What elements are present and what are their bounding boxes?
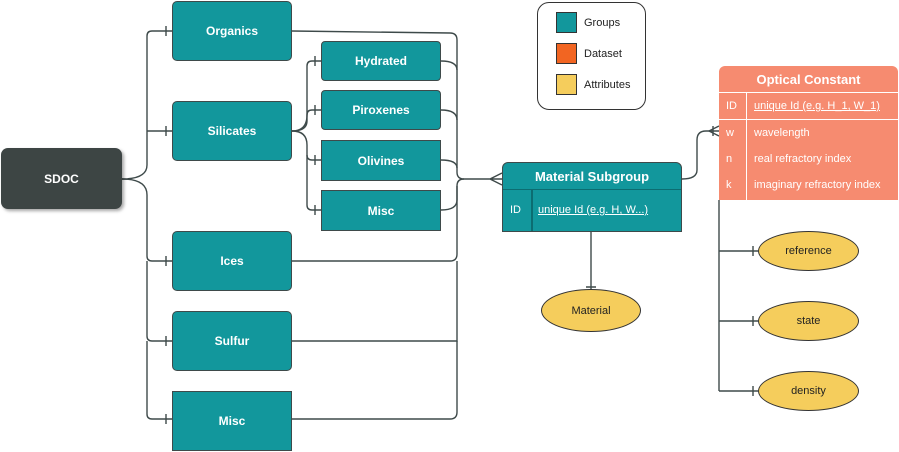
legend-label-dataset: Dataset	[584, 47, 622, 60]
legend-swatch-dataset	[556, 43, 577, 64]
connector-silicates-piroxenes	[291, 109, 321, 132]
attribute-state-label: state	[796, 315, 821, 327]
group-misc-label: Misc	[218, 414, 246, 428]
connector-olivines-material-subgroup	[440, 159, 458, 169]
legend-swatch-attributes	[556, 74, 577, 95]
group-ices-label: Ices	[220, 254, 244, 268]
legend-item-groups: Groups	[556, 12, 620, 33]
legend-item-attributes: Attributes	[556, 74, 630, 95]
legend: Groups Dataset Attributes	[537, 2, 646, 110]
group-organics[interactable]: Organics	[172, 1, 292, 61]
optical-constant-w-value: wavelength	[754, 127, 810, 139]
legend-label-attributes: Attributes	[584, 78, 631, 91]
connector-sdoc-organics	[121, 30, 172, 180]
connector-density	[719, 386, 758, 396]
optical-constant-row-id: ID unique Id (e.g. H_1, W_1)	[719, 93, 898, 119]
connector-sdoc-ices	[121, 178, 172, 262]
connector-ices-material-subgroup	[292, 186, 458, 262]
group-sulfur[interactable]: Sulfur	[172, 311, 292, 371]
crow-foot-material-subgroup	[464, 172, 503, 186]
optical-constant-n-key: n	[726, 153, 733, 165]
attribute-state[interactable]: state	[758, 301, 859, 341]
group-misc[interactable]: Misc	[172, 391, 292, 451]
connector-sdoc-misc	[146, 341, 172, 420]
connector-piroxenes-material-subgroup	[440, 109, 458, 121]
optical-constant-k-value: imaginary refractory index	[754, 179, 881, 191]
attribute-density[interactable]: density	[758, 371, 859, 411]
material-subgroup-id-key: ID	[510, 204, 521, 216]
subgroup-hydrated-label: Hydrated	[354, 54, 407, 68]
legend-label-groups: Groups	[584, 16, 621, 29]
attribute-material-label: Material	[571, 304, 611, 317]
attribute-material[interactable]: Material	[541, 289, 641, 332]
connector-reference	[719, 246, 758, 256]
optical-constant-title: Optical Constant	[756, 71, 861, 87]
connector-material-subgroup-material	[586, 232, 596, 294]
subgroup-olivines[interactable]: Olivines	[321, 140, 441, 181]
attribute-reference-label: reference	[785, 245, 832, 257]
optical-constant-row-k: k imaginary refractory index	[719, 172, 898, 198]
connector-material-subgroup-optical-constant	[681, 130, 719, 180]
connector-hydrated-material-subgroup	[440, 60, 458, 71]
sdoc-root-node[interactable]: SDOC	[1, 148, 122, 209]
connector-state	[719, 316, 758, 326]
optical-constant-id-value: unique Id (e.g. H_1, W_1)	[754, 100, 880, 112]
attribute-density-label: density	[791, 385, 826, 397]
attribute-reference[interactable]: reference	[758, 231, 859, 271]
optical-constant-entity[interactable]: Optical Constant ID unique Id (e.g. H_1,…	[719, 66, 898, 200]
optical-constant-n-value: real refractory index	[754, 153, 852, 165]
subgroup-hydrated[interactable]: Hydrated	[321, 41, 441, 81]
material-subgroup-title: Material Subgroup	[534, 168, 650, 184]
optical-constant-id-key: ID	[726, 100, 737, 112]
material-subgroup-id-value: unique Id (e.g. H, W...)	[538, 204, 649, 216]
connector-misc-group-material-subgroup	[292, 341, 458, 420]
subgroup-olivines-label: Olivines	[357, 153, 405, 168]
legend-swatch-groups	[556, 12, 577, 33]
connector-misc-material-subgroup	[440, 178, 465, 211]
sdoc-label: SDOC	[44, 171, 79, 186]
group-ices[interactable]: Ices	[172, 231, 292, 291]
connector-silicates-misc	[306, 155, 321, 211]
group-silicates-label: Silicates	[207, 124, 257, 138]
material-subgroup-entity[interactable]: Material Subgroup ID unique Id (e.g. H, …	[502, 162, 682, 232]
optical-constant-row-n: n real refractory index	[719, 146, 898, 172]
connector-sdoc-sulfur	[146, 261, 172, 342]
optical-constant-row-w: w wavelength	[719, 120, 898, 146]
subgroup-misc-label: Misc	[367, 203, 395, 218]
connector-sulfur-material-subgroup	[292, 261, 458, 342]
material-subgroup-row-id: ID unique Id (e.g. H, W...)	[503, 189, 681, 231]
connector-organics-material-subgroup	[291, 30, 465, 180]
group-silicates[interactable]: Silicates	[172, 101, 292, 161]
subgroup-misc[interactable]: Misc	[321, 190, 441, 231]
subgroup-piroxenes[interactable]: Piroxenes	[321, 90, 441, 130]
subgroup-piroxenes-label: Piroxenes	[352, 103, 410, 117]
optical-constant-w-key: w	[726, 127, 734, 139]
group-sulfur-label: Sulfur	[214, 334, 250, 348]
optical-constant-k-key: k	[726, 179, 732, 191]
group-organics-label: Organics	[205, 24, 259, 38]
legend-item-dataset: Dataset	[556, 43, 622, 64]
